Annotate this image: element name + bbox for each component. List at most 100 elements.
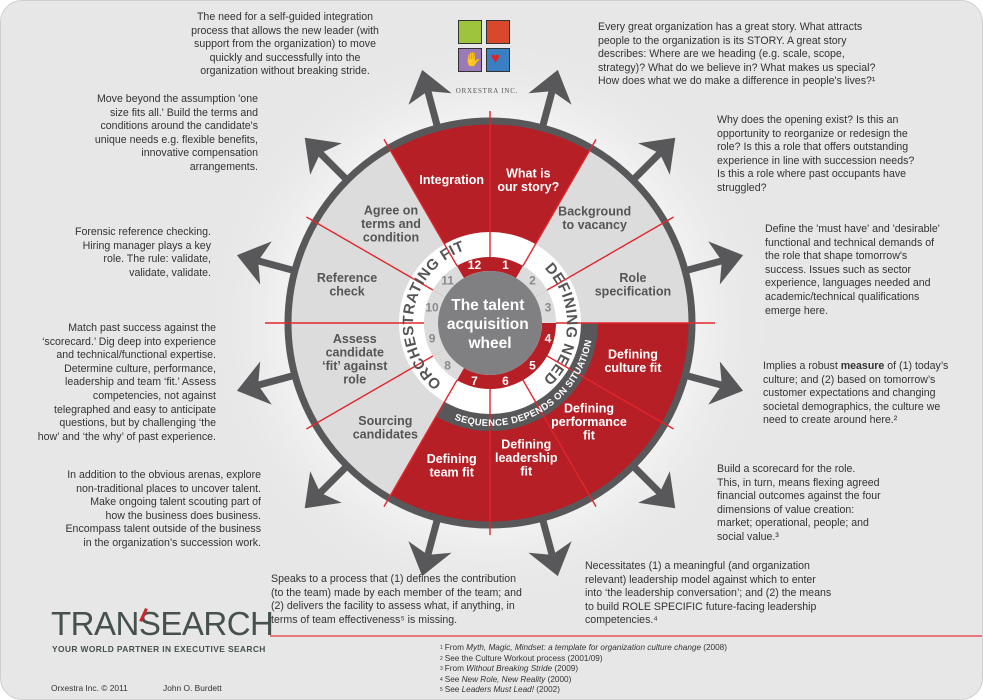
- segment-divider: [306, 348, 446, 430]
- segment-label: Integration: [419, 173, 484, 187]
- note-story: Every great organization has a great sto…: [598, 21, 876, 88]
- arrow-head-icon: [408, 69, 452, 105]
- note-integration: The need for a self-guided integration p…: [191, 11, 379, 78]
- footer-divider: [270, 635, 982, 637]
- segment-label-line: candidates: [353, 427, 418, 441]
- number-cell-6: [490, 368, 523, 389]
- number-cell-1: [490, 257, 523, 278]
- note-leadership-fit: Necessitates (1) a meaningful (and organ…: [585, 560, 832, 627]
- wheel-center: [438, 271, 542, 375]
- footnote-text: (2009): [552, 664, 579, 674]
- arrow-head-icon: [528, 541, 572, 577]
- segment-label-line: check: [329, 284, 364, 298]
- arrow-head-icon: [304, 471, 342, 509]
- segment-number: 10: [425, 300, 439, 314]
- segment-3: [541, 222, 692, 323]
- arrow-shaft: [317, 464, 349, 496]
- footnote-number: 4: [440, 676, 443, 683]
- center-title-line: wheel: [467, 335, 511, 352]
- segment-number: 8: [444, 358, 451, 372]
- number-cell-10: [424, 290, 445, 323]
- center-title-line: acquisition: [447, 316, 529, 333]
- center-title-line: The talent: [451, 297, 524, 314]
- arrow-head-icon: [236, 361, 272, 405]
- segment-label-line: terms and: [361, 217, 421, 231]
- logo-tile-heart: ♥: [486, 48, 510, 72]
- segment-number: 4: [545, 332, 552, 346]
- arrow-shaft: [631, 150, 663, 182]
- segment-2: [520, 148, 665, 293]
- arrow-shaft: [257, 257, 294, 274]
- copyright: Orxestra Inc. © 2011: [51, 683, 128, 693]
- footnote-text: See: [444, 685, 462, 695]
- transearch-tagline: YOUR WORLD PARTNER IN EXECUTIVE SEARCH: [52, 644, 266, 654]
- segment-number: 9: [429, 332, 436, 346]
- segment-label-line: Defining: [427, 452, 477, 466]
- note-text: Implies a robust: [763, 360, 841, 372]
- segment-label-line: Assess: [333, 332, 377, 346]
- arrow-shaft: [686, 257, 723, 274]
- arrow-head-icon: [708, 241, 744, 285]
- author: John O. Burdett: [163, 683, 222, 693]
- number-cell-2: [516, 265, 548, 297]
- number-cell-9: [424, 323, 445, 356]
- segment-divider: [515, 139, 597, 279]
- number-cell-7: [457, 368, 490, 389]
- note-culture-fit: Implies a robust measure of (1) today’s …: [763, 360, 978, 428]
- segment-label-line: Defining: [501, 438, 551, 452]
- segment-10: [288, 222, 439, 323]
- logo-tile-face: [458, 20, 482, 44]
- segment-number: 3: [545, 300, 552, 314]
- note-assess-candidate: Match past success against the ‘scorecar…: [37, 322, 216, 443]
- note-background: Why does the opening exist? Is this an o…: [717, 114, 915, 194]
- note-team-fit: Speaks to a process that (1) defines the…: [271, 573, 522, 626]
- segment-label-line: our story?: [497, 180, 559, 194]
- arrow-head-icon: [708, 361, 744, 405]
- footnote-text: From: [444, 643, 467, 652]
- logo-text: SEARCH: [138, 605, 274, 642]
- arrow-shaft: [424, 519, 441, 556]
- logo-tile-fire: [486, 20, 510, 44]
- segment-label-line: culture fit: [604, 361, 662, 375]
- segment-label-line: condition: [363, 231, 419, 245]
- arrow-shaft: [631, 464, 663, 496]
- segment-label-line: Defining: [564, 401, 614, 415]
- note-text: of (1) today’s culture; and (2) based on…: [763, 360, 949, 427]
- number-cell-8: [432, 349, 464, 381]
- footnote-title: Leaders Must Lead!: [461, 685, 534, 695]
- note-reference-check: Forensic reference checking. Hiring mana…: [74, 226, 211, 279]
- segment-divider: [383, 367, 465, 507]
- segment-label-line: Background: [558, 205, 631, 219]
- segment-divider: [534, 216, 674, 298]
- segment-label-line: candidate: [326, 345, 384, 359]
- footnote-text: See: [444, 674, 462, 684]
- arrows-group: [236, 69, 744, 577]
- note-agree-terms: Move beyond the assumption 'one size fit…: [94, 93, 258, 173]
- footnote-number: 2: [440, 655, 443, 662]
- footnote-title: New Role, New Reality: [461, 674, 546, 684]
- arrow-head-icon: [408, 541, 452, 577]
- arrow-shaft: [686, 372, 723, 389]
- footnote-number: 3: [440, 666, 443, 673]
- segment-label-line: Integration: [419, 173, 484, 187]
- center-title: The talent acquisition wheel: [447, 297, 533, 352]
- arrow-shaft: [257, 372, 294, 389]
- segment-number: 2: [529, 274, 536, 288]
- segment-label-line: Agree on: [364, 204, 418, 218]
- footnote-title: Without Breaking Stride: [466, 664, 553, 674]
- segment-number: 11: [441, 274, 454, 288]
- segment-label-line: Reference: [317, 271, 377, 285]
